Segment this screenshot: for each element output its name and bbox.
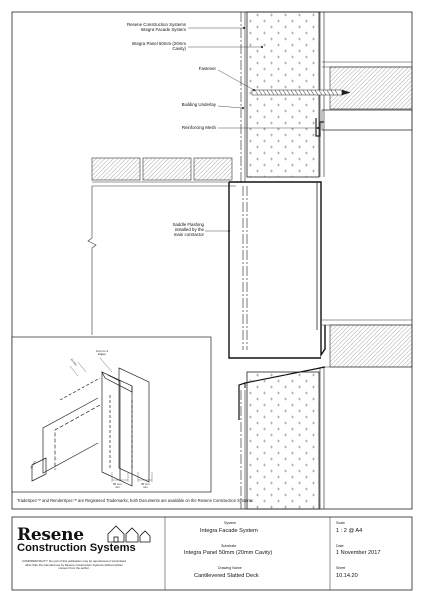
system-value: Integra Facade System bbox=[200, 528, 258, 534]
label-saddle-line1: Saddle Flashing bbox=[172, 222, 205, 227]
label-reinforcing-mesh: Reinforcing Mesh bbox=[181, 125, 216, 130]
iso-flashing-sketch bbox=[31, 367, 150, 487]
right-framing bbox=[321, 61, 413, 368]
inset-dim-bl-2: min bbox=[115, 485, 120, 490]
sheet-value: 10.14.20 bbox=[336, 573, 358, 579]
label-system-line2: Integra Facade System bbox=[140, 27, 186, 33]
label-system-line1: Resene Construction Systems bbox=[126, 22, 186, 27]
date-value: 1 November 2017 bbox=[336, 550, 381, 556]
leader-lines bbox=[188, 26, 320, 233]
drawing-border bbox=[11, 11, 413, 510]
label-panel-line1: Integra Panel 50mm (20mm bbox=[131, 41, 186, 46]
scale-title: Scale bbox=[336, 521, 345, 525]
inset-form-line1: Form to 3 bbox=[96, 349, 108, 353]
label-system: Resene Construction Systems Integra Faca… bbox=[127, 22, 186, 32]
deck-break-line bbox=[87, 186, 97, 335]
inset-dim-bl-1: 50 mm bbox=[113, 482, 122, 486]
lower-integra-panel bbox=[246, 371, 320, 510]
logo-houses-mark bbox=[107, 525, 151, 543]
drawing-name-title: Drawing Name bbox=[218, 566, 242, 570]
label-fastener: Fastener bbox=[198, 66, 216, 71]
label-saddle-line2: installed by the bbox=[174, 227, 204, 233]
saddle-flashing bbox=[228, 181, 326, 359]
label-saddle-line3: main contractor bbox=[173, 232, 204, 238]
label-panel: Integra Panel 50mm (20mm Cavity) bbox=[132, 41, 186, 51]
inset-form-line2: Edges bbox=[98, 352, 106, 357]
inset-dim-bottom-left: 50 mm min bbox=[113, 482, 122, 490]
label-saddle-flashing: Saddle Flashing installed by the main co… bbox=[173, 222, 205, 238]
label-panel-line2: Cavity) bbox=[172, 46, 186, 52]
logo-wordmark: Resene bbox=[17, 525, 84, 545]
inset-dim-br-2: min bbox=[143, 485, 148, 490]
fastener bbox=[251, 89, 351, 96]
inset-dim-br-1: 35 mm bbox=[141, 482, 150, 486]
reinforcing-mesh-clip bbox=[315, 118, 324, 137]
inset-form-label: Form to 3 Edges bbox=[96, 349, 108, 357]
substrate-value: Integra Panel 50mm (20mm Cavity) bbox=[184, 550, 273, 556]
drawing-name-value: Cantilevered Slatted Deck bbox=[194, 573, 259, 579]
date-title: Date bbox=[336, 544, 344, 548]
inset-border bbox=[11, 336, 212, 493]
iso-dimension-marks bbox=[69, 357, 153, 482]
substrate-title: Substrate bbox=[221, 544, 237, 548]
inset-dim-bottom-right: 35 mm min bbox=[141, 482, 150, 490]
logo-subtitle: Construction Systems bbox=[17, 542, 136, 554]
confidentiality-note: CONFIDENTIALITY: No part of this publica… bbox=[22, 559, 126, 570]
sheet-title: Sheet bbox=[336, 566, 346, 570]
scale-value: 1 : 2 @ A4 bbox=[336, 528, 363, 534]
deck-slats bbox=[91, 157, 236, 187]
system-title: System bbox=[224, 521, 236, 525]
trademark-note: TradeSpec™ and RenderSpec™ are Registere… bbox=[17, 498, 253, 503]
label-building-underlay: Building Underlay bbox=[181, 102, 216, 107]
title-block-border bbox=[11, 516, 413, 591]
